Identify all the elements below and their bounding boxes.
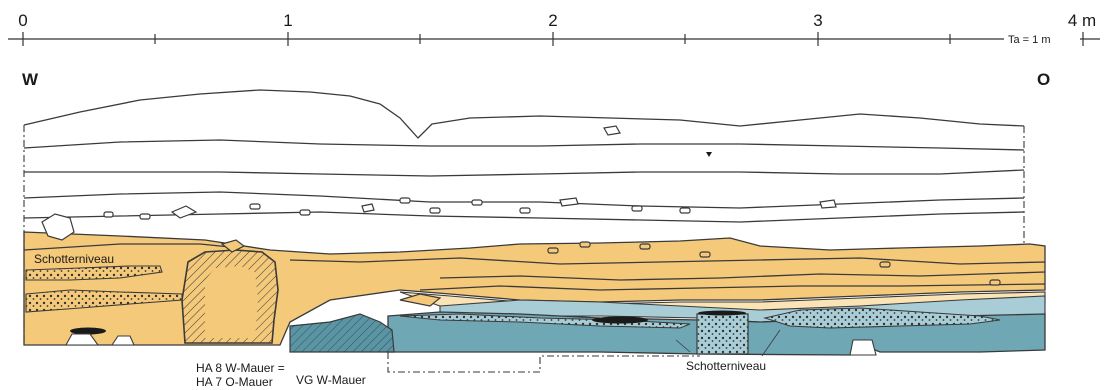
label-schotter-left: Schotterniveau bbox=[34, 252, 114, 266]
layer-line-2 bbox=[24, 169, 1025, 177]
surface-line bbox=[23, 89, 1025, 139]
label-vg-wall: VG W-Mauer bbox=[296, 373, 366, 387]
wall-hatched-ha8 bbox=[181, 249, 279, 344]
charcoal-lens-center bbox=[592, 316, 648, 324]
bottom-voids bbox=[65, 333, 877, 356]
stones bbox=[41, 125, 1001, 307]
layer-yellow-main bbox=[23, 231, 1046, 346]
charcoal-lens-pit bbox=[698, 310, 746, 316]
direction-east: O bbox=[1037, 70, 1050, 89]
gravel-pit bbox=[696, 313, 749, 355]
layer-hatched-blue-wall bbox=[289, 313, 395, 353]
direction-west: W bbox=[22, 70, 39, 89]
tick-label-4: 4 m bbox=[1068, 11, 1096, 30]
layer-line-1 bbox=[23, 139, 1025, 151]
excavation-boundary bbox=[23, 125, 1025, 373]
label-ha8-line1: HA 8 W-Mauer = bbox=[196, 361, 285, 375]
scale-note: Ta = 1 m bbox=[1008, 34, 1051, 46]
tick-label-1: 1 bbox=[283, 11, 292, 30]
gravel-band-center bbox=[399, 313, 691, 329]
label-ha8-line2: HA 7 O-Mauer bbox=[196, 375, 273, 389]
charcoal-lens-left bbox=[70, 327, 106, 335]
tick-label-0: 0 bbox=[18, 11, 27, 30]
upper-layer-lines bbox=[23, 89, 1046, 291]
scale-bar: 0 1 2 3 4 m Ta = 1 m bbox=[8, 11, 1100, 46]
tick-label-3: 3 bbox=[813, 11, 822, 30]
tick-label-2: 2 bbox=[548, 11, 557, 30]
marker-triangle bbox=[706, 152, 712, 157]
layer-line-3 bbox=[23, 191, 1025, 209]
label-schotter-right: Schotterniveau bbox=[686, 359, 766, 373]
gravel-band-right bbox=[762, 307, 1001, 329]
